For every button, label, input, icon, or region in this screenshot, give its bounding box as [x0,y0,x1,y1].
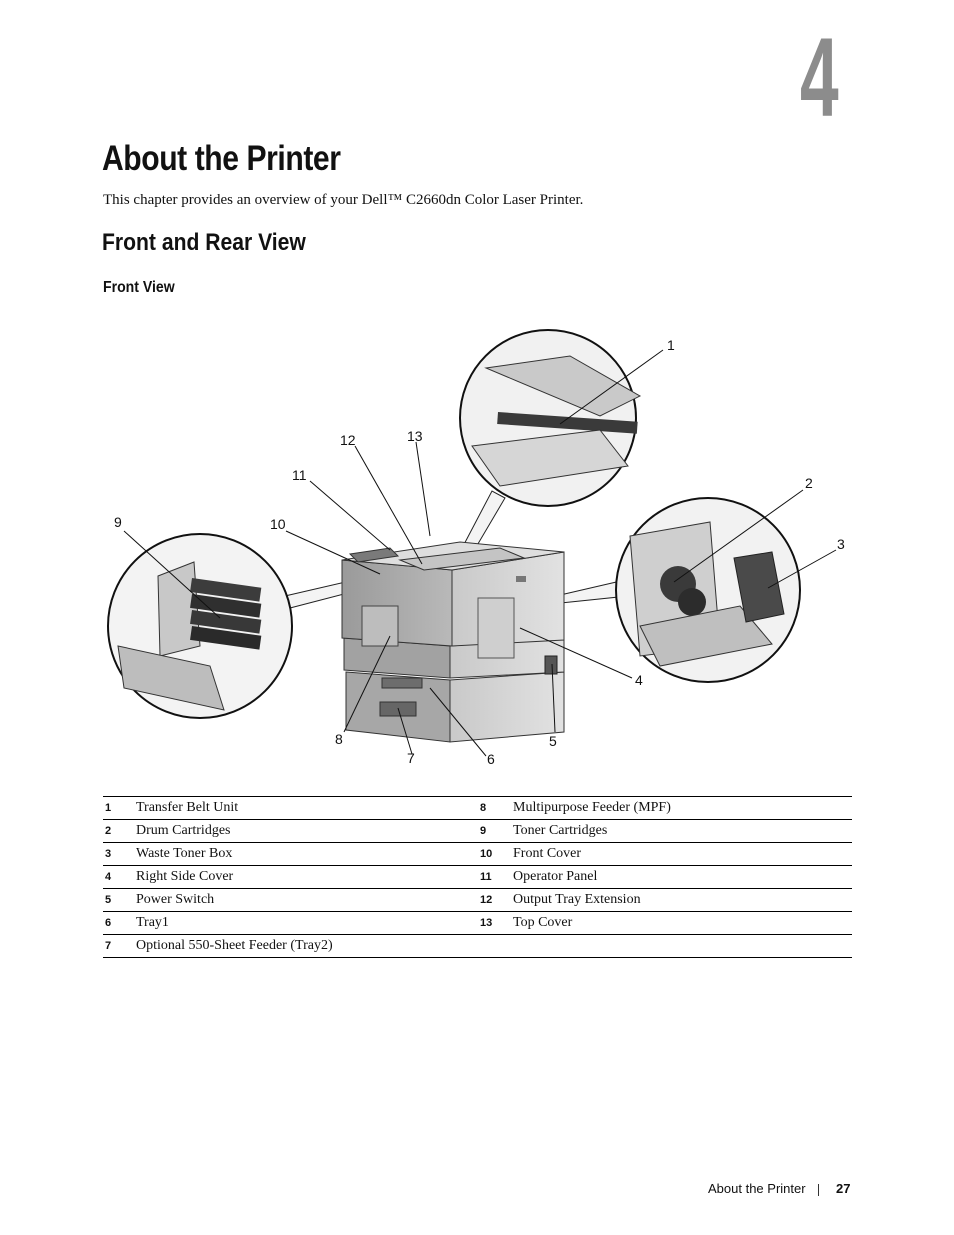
footer-chapter-title: About the Printer [708,1181,806,1196]
legend-label: Waste Toner Box [136,842,477,866]
legend-label: Front Cover [513,842,852,866]
callout-4: 4 [635,672,643,688]
legend-label: Multipurpose Feeder (MPF) [513,796,852,820]
legend-number: 5 [103,888,136,912]
callout-12: 12 [340,432,356,448]
legend-number: 13 [477,911,513,935]
callout-6: 6 [487,751,495,767]
legend-number: 8 [477,796,513,820]
callout-2: 2 [805,475,813,491]
page-number: 27 [836,1181,851,1196]
callout-9: 9 [114,514,122,530]
legend-label: Drum Cartridges [136,819,477,843]
table-row: 3 Waste Toner Box 10 Front Cover [103,842,852,866]
callout-1: 1 [667,337,675,353]
table-row: 2 Drum Cartridges 9 Toner Cartridges [103,819,852,843]
printer-body [341,541,565,743]
section-heading: Front and Rear View [102,229,306,256]
detail-circle-front-cover [107,533,293,719]
detail-circle-right-side-cover [615,497,801,683]
chapter-number: 4 [800,15,839,140]
legend-label: Power Switch [136,888,477,912]
legend-number: 6 [103,911,136,935]
callout-10: 10 [270,516,286,532]
legend-label: Transfer Belt Unit [136,796,477,820]
detail-circle-top-cover [459,329,642,507]
legend-number: 12 [477,888,513,912]
legend-label: Tray1 [136,911,477,935]
legend-number: 11 [477,865,513,889]
table-row: 4 Right Side Cover 11 Operator Panel [103,865,852,889]
legend-number: 2 [103,819,136,843]
legend-label: Operator Panel [513,865,852,889]
callout-11: 11 [292,467,307,483]
table-row: 6 Tray1 13 Top Cover [103,911,852,935]
legend-number: 4 [103,865,136,889]
legend-label: Top Cover [513,911,852,935]
legend-number: 7 [103,934,136,958]
intro-paragraph: This chapter provides an overview of you… [103,192,584,208]
table-row: 1 Transfer Belt Unit 8 Multipurpose Feed… [103,796,852,820]
legend-number [477,934,513,958]
legend-number: 1 [103,796,136,820]
callout-legend-table: 1 Transfer Belt Unit 8 Multipurpose Feed… [103,796,852,958]
leader-lines [123,349,837,757]
page-title: About the Printer [102,139,341,178]
figure-callouts: 1 2 3 4 5 6 7 8 9 10 11 12 13 [114,337,845,767]
legend-number: 3 [103,842,136,866]
callout-7: 7 [407,750,415,766]
callout-13: 13 [407,428,423,444]
legend-label: Output Tray Extension [513,888,852,912]
legend-label [513,934,852,958]
callout-8: 8 [335,731,343,747]
table-row: 7 Optional 550-Sheet Feeder (Tray2) [103,934,852,958]
callout-5: 5 [549,733,557,749]
printer-front-view-illustration: 1 2 3 4 5 6 7 8 9 10 11 12 13 [107,329,845,767]
footer-divider [818,1184,819,1196]
legend-label: Right Side Cover [136,865,477,889]
legend-number: 9 [477,819,513,843]
legend-number: 10 [477,842,513,866]
callout-3: 3 [837,536,845,552]
subsection-heading: Front View [103,279,175,296]
table-row: 5 Power Switch 12 Output Tray Extension [103,888,852,912]
legend-label: Toner Cartridges [513,819,852,843]
legend-label: Optional 550-Sheet Feeder (Tray2) [136,934,477,958]
